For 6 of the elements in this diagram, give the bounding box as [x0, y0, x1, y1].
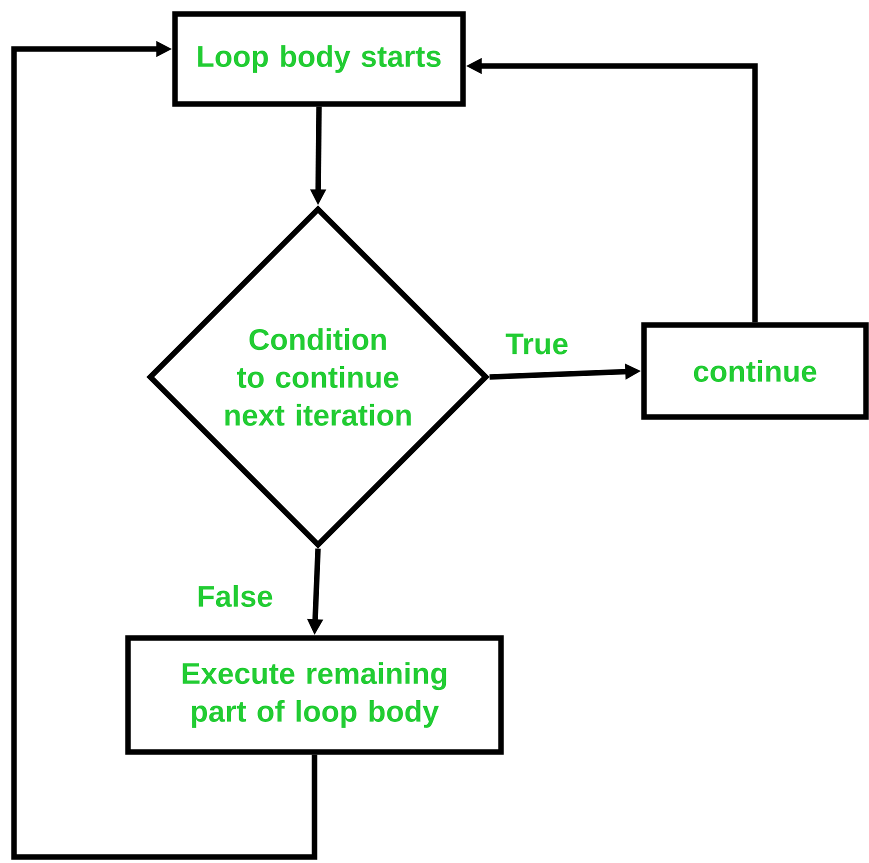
- process-box: Loop body starts: [172, 11, 466, 107]
- arrow: [11, 40, 318, 860]
- process-box: Execute remaining part of loop body: [125, 635, 504, 755]
- edge-label: True: [503, 332, 571, 356]
- edge-label: False: [194, 583, 276, 609]
- process-box: continue: [641, 322, 869, 420]
